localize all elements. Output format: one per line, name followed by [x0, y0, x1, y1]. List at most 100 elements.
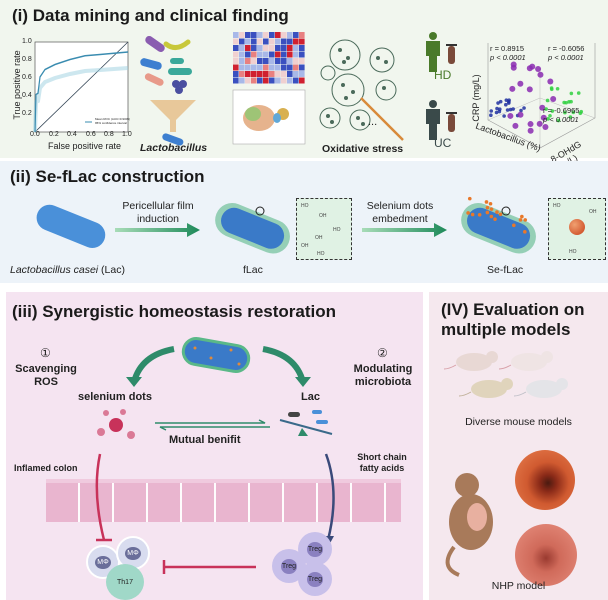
heatmap-cell [239, 71, 245, 77]
scatter-point [507, 98, 511, 102]
heatmap-cell [287, 45, 293, 51]
r-value: r = 0.8915 [490, 44, 524, 53]
curved-arrow-left-icon [126, 346, 175, 387]
heatmap-cell [287, 71, 293, 77]
scatter-point [526, 65, 533, 72]
seflac-label: Se-fLac [487, 264, 524, 276]
scatter-point [550, 96, 557, 103]
cell-label: Treg [306, 571, 324, 587]
scatter-point [540, 114, 547, 121]
heatmap-cell [299, 64, 305, 71]
heatmap-cell [275, 77, 281, 84]
roc-ytick: 1.0 [22, 38, 32, 45]
roc-legend: Mean ROC (AUC=0.9005)95% confidence inte… [95, 117, 130, 125]
legend-entry: Mean ROC (AUC=0.9005) [95, 117, 131, 121]
heatmap-cell [275, 45, 281, 51]
selenium-dot [489, 214, 494, 219]
heatmap-cell [257, 71, 263, 77]
heatmap-cell [257, 58, 263, 64]
lac-label: Lac [301, 391, 320, 403]
curved-arrow-right-icon [262, 346, 311, 387]
lac-label: Lactobacillus casei (Lac) [10, 264, 125, 276]
heatmap-cell [251, 38, 257, 45]
heatmap-cell [239, 38, 245, 45]
heatmap-cell [275, 32, 281, 38]
scatter-point [537, 71, 544, 78]
step-number-1: ① [40, 346, 51, 360]
panel-evaluation: (IV) Evaluation on multiple models Diver… [429, 292, 608, 600]
roc-ytick: 0.6 [22, 74, 32, 81]
colon-epithelium [46, 479, 401, 522]
selenium-dot [493, 217, 497, 221]
heatmap-cell [233, 38, 239, 45]
roc-xtick: 1.0 [122, 131, 132, 138]
scatter-point [527, 121, 534, 128]
heatmap-cell [263, 71, 269, 77]
modulating-microbiota-label: Modulating microbiota [353, 363, 413, 389]
heatmap-cell [287, 51, 293, 58]
endoscopy-image-inflamed [515, 450, 575, 510]
selenium-dot [484, 200, 489, 204]
scatter-point [495, 106, 499, 111]
ho-group: HO [317, 251, 325, 257]
selenium-dot [489, 207, 494, 211]
heatmap-cell [269, 38, 275, 45]
bacteria-funnel-illustration [140, 35, 196, 146]
heatmap-cell [251, 71, 257, 77]
scatter-point [519, 108, 523, 113]
mutual-arrows-icon [155, 419, 270, 431]
ho-group: HO [553, 203, 561, 209]
step2-label: Selenium dots embedment [366, 200, 434, 225]
heatmap-cell [299, 38, 305, 45]
selenium-dot [523, 218, 528, 222]
scatter-point [512, 122, 519, 129]
heatmap-cell [245, 58, 251, 64]
selenium-dot [467, 196, 472, 201]
scatter-point [545, 98, 550, 103]
flac-bacterium [215, 203, 290, 254]
scatter-point [509, 85, 516, 92]
heatmap-cell [299, 58, 305, 64]
heatmap-cell [281, 58, 287, 64]
heatmap-cell [275, 58, 281, 64]
cell-label: Treg [306, 541, 324, 557]
scatter-point [497, 109, 502, 114]
scatter-point [571, 110, 576, 115]
inhibit-arrow-left [95, 453, 112, 542]
heatmap-cell [293, 45, 299, 51]
panel-data-mining: (i) Data mining and clinical finding Tru… [0, 0, 608, 173]
scatter-point [502, 114, 506, 118]
oxidative-stress-label: Oxidative stress [322, 143, 404, 155]
scatter-point [489, 113, 493, 118]
heatmap-cell [257, 38, 263, 45]
endoscopy-image-healed [515, 524, 577, 586]
heatmap-cell [233, 77, 239, 84]
heatmap-cell [281, 77, 287, 84]
p-value: p < 0.0001 [490, 53, 526, 62]
seflac-bacterium [181, 337, 251, 373]
heatmap-image [233, 32, 305, 84]
heatmap-cell [275, 71, 281, 77]
heatmap-cell [287, 77, 293, 84]
heatmap-cell [263, 32, 269, 38]
scfa-label: Short chain fatty acids [357, 452, 407, 473]
heatmap-cell [281, 32, 287, 38]
scatter-point [489, 109, 494, 113]
heatmap-cell [257, 77, 263, 84]
inhibit-arrow-horizontal [162, 560, 256, 574]
heatmap-cell [245, 64, 251, 71]
lac-species: Lactobacillus casei [10, 264, 99, 276]
heatmap-cell [263, 64, 269, 71]
roc-xtick: 0.0 [30, 131, 40, 138]
scatter-point [517, 80, 524, 87]
heatmap-cell [257, 64, 263, 71]
scatter-point [568, 115, 573, 119]
lac-bacterium [36, 204, 106, 248]
scatter-point [539, 104, 546, 111]
heatmap-cell [269, 45, 275, 51]
scavenging-ros-label: Scavenging ROS [15, 363, 77, 389]
oxidative-stress-illustration [319, 39, 404, 141]
